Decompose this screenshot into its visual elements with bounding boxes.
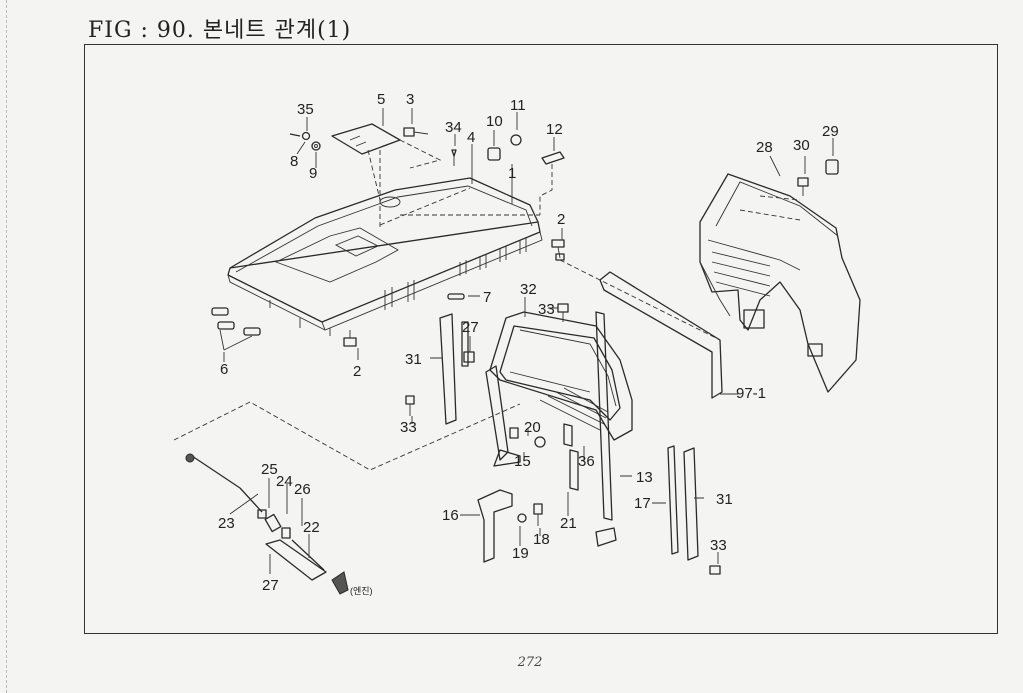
callout-31-right: 31 — [716, 491, 733, 508]
leader-lines — [223, 108, 834, 574]
engine-arrow — [331, 571, 349, 595]
callout-4: 4 — [467, 129, 475, 146]
page-number: 272 — [517, 655, 543, 670]
bolt-2-right — [551, 239, 565, 261]
callout-26: 26 — [294, 481, 311, 498]
callout-19: 19 — [512, 545, 529, 562]
callout-10: 10 — [486, 113, 503, 130]
callout-18: 18 — [533, 531, 550, 548]
callout-5: 5 — [377, 91, 385, 108]
callout-24: 24 — [276, 473, 293, 490]
callout-27-upper: 27 — [462, 319, 479, 336]
bracket-97-1 — [559, 259, 723, 399]
bolt-11 — [510, 134, 522, 146]
callout-2-left: 2 — [353, 363, 361, 380]
pin-7 — [447, 293, 465, 300]
bolt-27-upper — [463, 351, 475, 363]
clip-10 — [487, 147, 501, 161]
callout-2-right: 2 — [557, 211, 565, 228]
engine-label: (엔진) — [350, 586, 373, 596]
callout-35: 35 — [297, 101, 314, 118]
callout-1: 1 — [508, 165, 516, 182]
rod-13 — [595, 311, 617, 547]
callout-8: 8 — [290, 153, 298, 170]
lever-27 — [265, 539, 327, 581]
release-cable-23 — [173, 401, 521, 513]
rivet-34 — [451, 149, 457, 166]
callout-28: 28 — [756, 139, 773, 156]
clip-29 — [825, 159, 839, 175]
callout-12: 12 — [546, 121, 563, 138]
bolt-2-left — [343, 330, 357, 347]
washer-9 — [311, 141, 321, 151]
filler-lid — [331, 123, 442, 230]
pin-8 — [289, 133, 301, 137]
callout-27-lower: 27 — [262, 577, 279, 594]
vertical-bracket — [485, 365, 521, 467]
callout-33-left: 33 — [400, 419, 417, 436]
rail-17 — [667, 445, 679, 555]
washer-19 — [517, 513, 527, 523]
callout-34: 34 — [445, 119, 462, 136]
diagram-frame — [84, 44, 998, 634]
callout-9: 9 — [309, 165, 317, 182]
bolt-33-right — [709, 565, 721, 575]
callout-30: 30 — [793, 137, 810, 154]
handle-12 — [539, 151, 565, 215]
cable-parts-24-26 — [257, 509, 325, 571]
callout-13: 13 — [636, 469, 653, 486]
callout-33-right: 33 — [710, 537, 727, 554]
callout-31-left: 31 — [405, 351, 422, 368]
bracket-16 — [477, 489, 513, 563]
callout-22: 22 — [303, 519, 320, 536]
callout-23: 23 — [218, 515, 235, 532]
bolt-18 — [533, 503, 543, 526]
callout-3: 3 — [406, 91, 414, 108]
washer-35 — [301, 131, 311, 141]
callout-20: 20 — [524, 419, 541, 436]
binding-edge — [6, 0, 8, 693]
rubber-6 — [211, 307, 261, 351]
side-cover-28 — [699, 173, 861, 393]
callout-17: 17 — [634, 495, 651, 512]
bolt-20 — [509, 427, 546, 448]
side-rail-31-left — [439, 313, 469, 425]
callout-97-1: 97-1 — [736, 385, 766, 402]
callout-16: 16 — [442, 507, 459, 524]
callout-6: 6 — [220, 361, 228, 378]
part-36 — [563, 423, 579, 491]
callout-15: 15 — [514, 453, 531, 470]
callout-11: 11 — [510, 97, 526, 114]
callout-29: 29 — [822, 123, 839, 140]
grille-frame-32 — [489, 311, 633, 441]
callout-labels: 35 5 3 34 10 11 8 9 4 1 12 2 28 30 29 7 … — [218, 91, 839, 596]
side-rail-31-right — [683, 447, 699, 561]
callout-7: 7 — [483, 289, 491, 306]
bolt-30 — [797, 177, 809, 196]
callout-33-upper: 33 — [538, 301, 555, 318]
bolt-3 — [403, 127, 429, 137]
callout-36: 36 — [578, 453, 595, 470]
callout-32: 32 — [520, 281, 537, 298]
bonnet-top-panel — [227, 177, 543, 336]
callout-25: 25 — [261, 461, 278, 478]
figure-title: FIG : 90. 본네트 관계(1) — [88, 18, 352, 43]
callout-21: 21 — [560, 515, 577, 532]
bolt-33-left — [405, 395, 415, 416]
